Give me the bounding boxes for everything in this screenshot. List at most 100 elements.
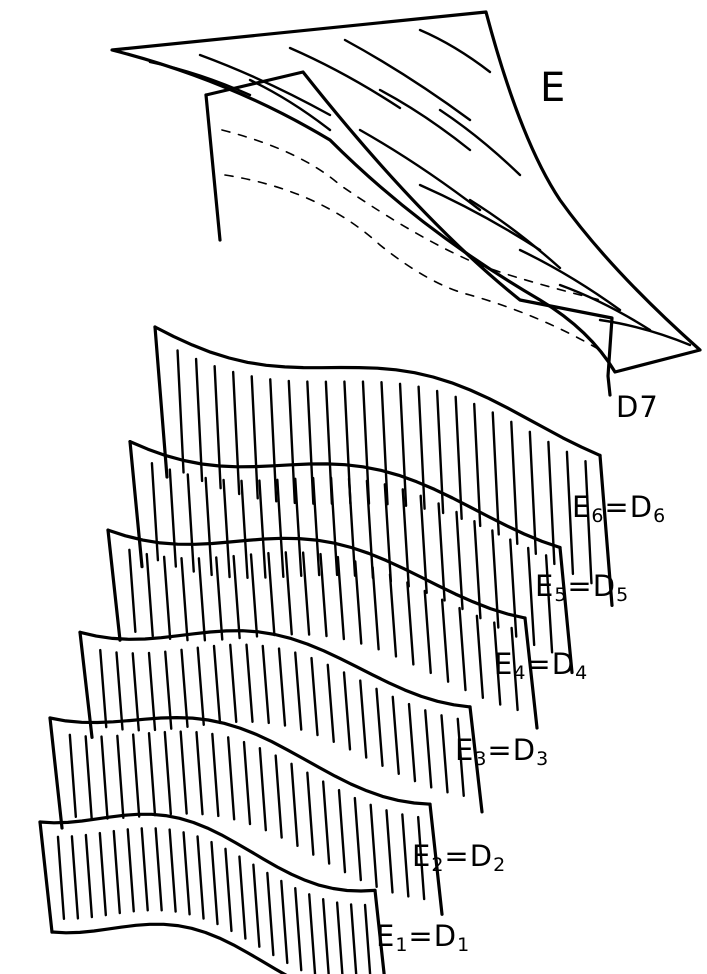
band-bottom-edge — [52, 924, 387, 974]
band-top-edge — [155, 327, 600, 455]
band-hatch-stroke — [309, 894, 315, 974]
band-hatch-stroke — [170, 830, 176, 912]
plane-hatch-stroke — [345, 40, 470, 120]
band-hatch-stroke — [277, 480, 283, 577]
band-hatch-stroke — [295, 888, 301, 970]
band-left-edge — [50, 718, 62, 828]
band-hatch-stroke — [128, 829, 134, 911]
band-hatch-stroke — [251, 554, 257, 636]
band-hatch-stroke — [268, 553, 274, 635]
band-hatch-stroke — [188, 474, 194, 571]
band-hatch-stroke — [279, 649, 285, 726]
band-hatch-stroke — [170, 470, 176, 567]
band-hatch-stroke — [425, 710, 431, 787]
band-hatch-stroke — [230, 645, 236, 722]
layer-label-4: E4=D4 — [494, 650, 588, 683]
band-hatch-stroke — [147, 554, 153, 636]
band-hatch-stroke — [292, 764, 298, 846]
folded-band-3 — [80, 631, 482, 812]
band-hatch-stroke — [510, 540, 516, 637]
layer-label-3: E3=D3 — [455, 736, 549, 769]
band-hatch-stroke — [72, 836, 78, 918]
band-hatch-stroke — [425, 591, 431, 673]
band-hatch-stroke — [442, 600, 448, 682]
band-top-edge — [50, 718, 430, 805]
band-hatch-stroke — [460, 608, 466, 690]
plane-hatch-stroke — [420, 30, 490, 72]
band-hatch-stroke — [371, 805, 377, 887]
band-hatch-stroke — [331, 478, 337, 575]
band-hatch-stroke — [328, 665, 334, 742]
band-hatch-stroke — [182, 650, 188, 727]
surface-plane-hatching — [150, 30, 690, 345]
band-hatch-stroke — [351, 904, 357, 974]
band-hatch-stroke — [393, 697, 399, 774]
band-hatch-stroke — [276, 756, 282, 838]
band-hatch-stroke — [323, 782, 329, 864]
band-hatch-stroke — [198, 648, 204, 725]
band-hatch-stroke — [307, 773, 313, 855]
plane-hatch-stroke — [360, 130, 480, 210]
band-hatch-stroke — [377, 689, 383, 766]
band-hatch-stroke — [165, 732, 171, 814]
band-hatch-stroke — [295, 479, 301, 576]
top-layer-label: D7 — [616, 393, 659, 422]
folded-band-5 — [130, 442, 572, 673]
band-hatch-stroke — [281, 881, 287, 963]
folded-band-4 — [108, 530, 537, 728]
layer-label-6: E6=D6 — [572, 493, 666, 526]
band-hatch-stroke — [407, 582, 413, 664]
band-hatch-stroke — [303, 553, 309, 635]
band-left-edge — [130, 442, 142, 567]
band-hatch-stroke — [86, 835, 92, 917]
band-hatch-stroke — [270, 379, 276, 501]
surface-label: E — [540, 68, 566, 108]
band-hatch-stroke — [234, 556, 240, 638]
band-hatch-stroke — [252, 376, 258, 498]
band-hatch-stroke — [214, 646, 220, 723]
plane-hatch-stroke — [600, 320, 690, 345]
band-hatch-stroke — [344, 672, 350, 749]
band-hatch-stroke — [100, 833, 106, 915]
plane-hatch-stroke — [520, 250, 620, 310]
band-hatch-stroke — [295, 653, 301, 730]
band-hatch-stroke — [373, 567, 379, 649]
layer-label-2: E2=D2 — [412, 842, 506, 875]
band-hatch-stroke — [355, 798, 361, 880]
band-hatch-stroke — [367, 481, 373, 578]
band-hatch-stroke — [477, 616, 483, 698]
band-hatch-stroke — [474, 404, 480, 526]
band-hatch-stroke — [267, 873, 273, 955]
band-hatch-stroke — [263, 646, 269, 723]
band-hatch-stroke — [244, 742, 250, 824]
band-hatch-stroke — [212, 842, 218, 924]
band-hatch-stroke — [493, 412, 499, 534]
band-hatch-stroke — [321, 554, 327, 636]
band-hatch-stroke — [289, 381, 295, 503]
band-hatch-stroke — [442, 715, 448, 792]
band-hatch-stroke — [100, 650, 106, 727]
band-hatch-stroke — [86, 736, 92, 818]
band-hatch-stroke — [337, 903, 343, 974]
band-hatch-stroke — [338, 557, 344, 639]
layer-label-5: E5=D5 — [535, 572, 629, 605]
band-hatch-stroke — [228, 737, 234, 819]
band-hatch-stroke — [114, 831, 120, 913]
band-hatch-stroke — [156, 828, 162, 910]
band-hatch-stroke — [198, 836, 204, 918]
plane-hatch-stroke — [440, 110, 520, 175]
band-hatch-stroke — [184, 832, 190, 914]
band-hatch-stroke — [215, 366, 221, 488]
band-hatch-stroke — [182, 558, 188, 640]
band-hatch-stroke — [355, 561, 361, 643]
band-hatch-stroke — [323, 899, 329, 974]
band-hatch-stroke — [286, 552, 292, 634]
band-hatch-stroke — [142, 828, 148, 910]
band-left-edge — [40, 822, 52, 932]
band-hatch-stroke — [102, 737, 108, 819]
band-hatch-stroke — [212, 734, 218, 816]
band-hatch-stroke — [247, 645, 253, 722]
band-hatch-stroke — [312, 658, 318, 735]
band-hatch-stroke — [387, 810, 393, 892]
